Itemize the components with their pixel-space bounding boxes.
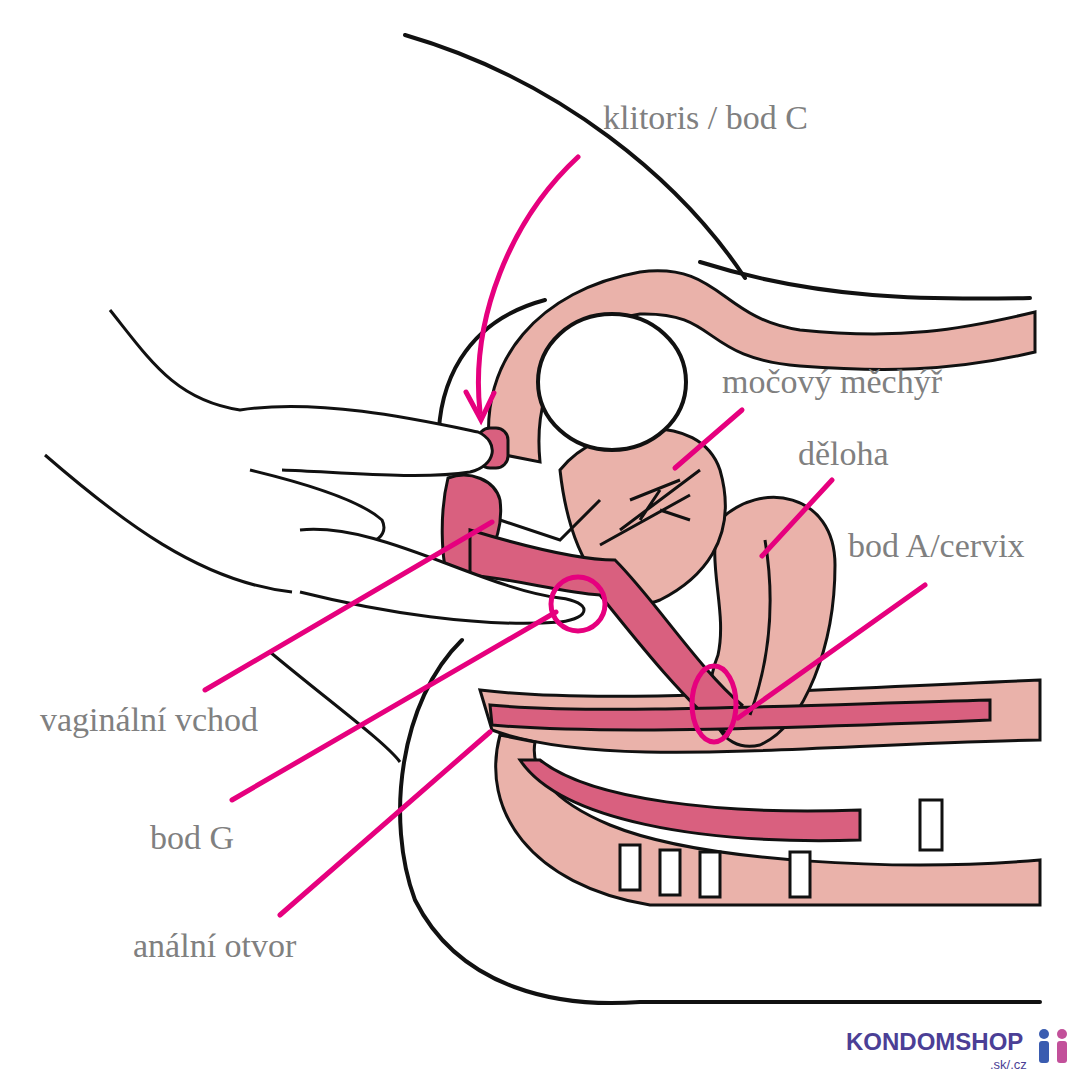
part-label: klitoris / bod C — [603, 98, 808, 138]
part-label: bod G — [150, 818, 234, 858]
part-label: anální otvor — [133, 926, 296, 966]
part-label: děloha — [798, 434, 889, 474]
watermark: KONDOMSHOP — [846, 1028, 1023, 1056]
part-label: bod A/cervix — [848, 526, 1025, 566]
part-label: vaginální vchod — [40, 700, 258, 740]
watermark: .sk/.cz — [990, 1056, 1027, 1073]
part-label: močový měchýř — [722, 362, 942, 402]
